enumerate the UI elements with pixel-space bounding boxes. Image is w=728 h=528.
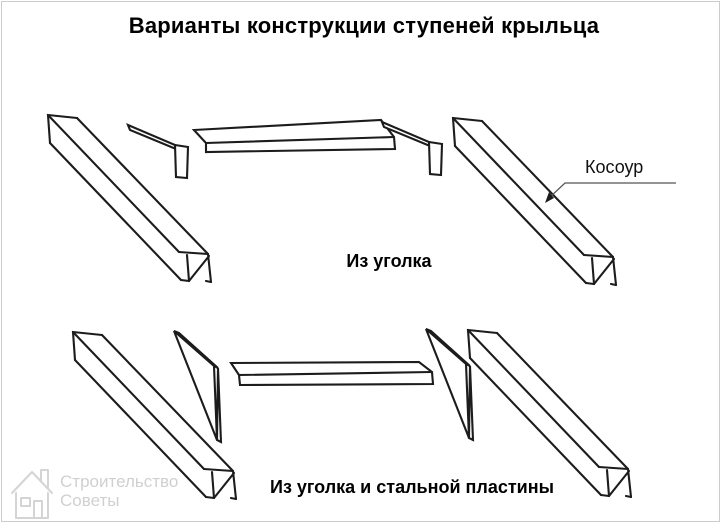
steel-plate-triangle-left (172, 329, 223, 444)
caption-top-variant: Из уголка (346, 251, 432, 271)
angle-tread-bottom (229, 360, 435, 387)
site-watermark: Строительство Советы (60, 472, 178, 510)
callout-leader-line (545, 182, 676, 203)
channel-stringer-top-left (46, 113, 213, 284)
caption-bottom-variant: Из уголка и стальной пластины (270, 477, 554, 497)
watermark-line2: Советы (60, 491, 120, 510)
angle-tread-top (191, 118, 397, 154)
channel-stringer-bottom-right (466, 328, 633, 499)
page-title: Варианты конструкции ступеней крыльца (128, 13, 600, 38)
house-icon (11, 469, 53, 519)
stringer-callout-label: Косоур (585, 157, 644, 177)
watermark-line1: Строительство (60, 472, 179, 491)
angle-bracket-top-left (126, 123, 190, 180)
